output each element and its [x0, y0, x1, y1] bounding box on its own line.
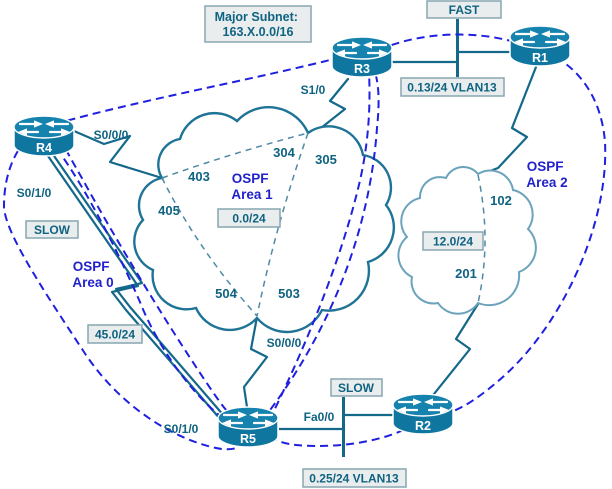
area2-subnet-text: 12.0/24	[433, 235, 473, 249]
router-r1: R1	[508, 24, 572, 68]
dlci-405: 405	[158, 203, 180, 218]
slow-vlan-subnet-text: 0.25/24 VLAN13	[309, 472, 399, 486]
r5-fa00-label: Fa0/0	[304, 410, 335, 424]
fast-text: FAST	[449, 3, 480, 17]
r4-s000-label: S0/0/0	[94, 128, 129, 142]
area1-subnet-box	[217, 208, 281, 228]
r3-s10-label: S1/0	[301, 83, 326, 97]
r5-s010-label: S0/1/0	[164, 422, 199, 436]
ospf-area0-label: OSPF Area 0	[72, 259, 113, 290]
router-r2-label: R2	[415, 419, 431, 433]
link-r4-to-area1-cloud	[72, 129, 164, 180]
area1-subnet-text: 0.0/24	[232, 212, 266, 226]
pvc-circuits	[161, 132, 486, 317]
dlci-labels: 403 405 304 305 504 503 102 201	[158, 145, 512, 301]
slow-left-box	[25, 220, 79, 239]
router-r3: R3	[330, 35, 394, 79]
label-boxes: Major Subnet: 163.X.0.0/16 FAST 0.13/24 …	[25, 0, 505, 488]
serial-links	[46, 65, 538, 422]
ospf-area1-label: OSPF Area 1	[231, 171, 273, 202]
area2-subnet-box	[422, 231, 484, 251]
router-r5: R5	[216, 405, 280, 449]
fast-vlan-subnet-box	[400, 77, 505, 97]
slow-right-box	[330, 378, 383, 397]
area0-boundary	[3, 127, 245, 451]
major-subnet-box	[204, 5, 312, 43]
router-r5-label: R5	[240, 432, 256, 446]
dlci-304: 304	[273, 145, 295, 160]
ospf-area2-label: OSPF Area 2	[526, 159, 567, 190]
ethernet-segments	[279, 19, 511, 457]
dlci-102: 102	[490, 193, 512, 208]
dlci-201: 201	[455, 266, 477, 281]
fast-vlan-subnet-text: 0.13/24 VLAN13	[407, 81, 497, 95]
fast-box	[426, 0, 502, 19]
router-r4-label: R4	[36, 141, 52, 155]
link-r4-r5-serial-a	[46, 154, 223, 422]
dlci-503: 503	[278, 286, 300, 301]
pvc-r3-r5	[256, 132, 309, 317]
r4-s010-label: S0/1/0	[17, 186, 52, 200]
major-subnet-text: Major Subnet: 163.X.0.0/16	[215, 10, 302, 39]
link-area2-cloud-to-r2	[428, 302, 480, 400]
pvc-r1-r2	[477, 174, 486, 304]
router-r1-label: R1	[532, 51, 548, 65]
serial-subnet-box	[87, 324, 143, 344]
area1-boundary	[54, 54, 380, 428]
link-r5-to-area1-cloud	[242, 315, 269, 409]
serial-subnet-text: 45.0/24	[95, 328, 135, 342]
r5-s000-label: S0/0/0	[267, 336, 302, 350]
dlci-305: 305	[315, 152, 337, 167]
pvc-r4-r5	[161, 177, 258, 317]
slow-vlan-subnet-box	[302, 468, 407, 488]
slow-left-text: SLOW	[34, 223, 71, 237]
router-r2: R2	[391, 392, 455, 436]
pvc-r4-r3	[161, 132, 309, 179]
router-r3-label: R3	[354, 62, 370, 76]
dlci-403: 403	[188, 169, 210, 184]
interface-labels: S0/0/0 S0/1/0 S1/0 S0/0/0 S0/1/0 Fa0/0	[17, 83, 335, 436]
router-r4: R4	[12, 114, 76, 158]
slow-right-text: SLOW	[338, 381, 375, 395]
dlci-504: 504	[215, 286, 237, 301]
